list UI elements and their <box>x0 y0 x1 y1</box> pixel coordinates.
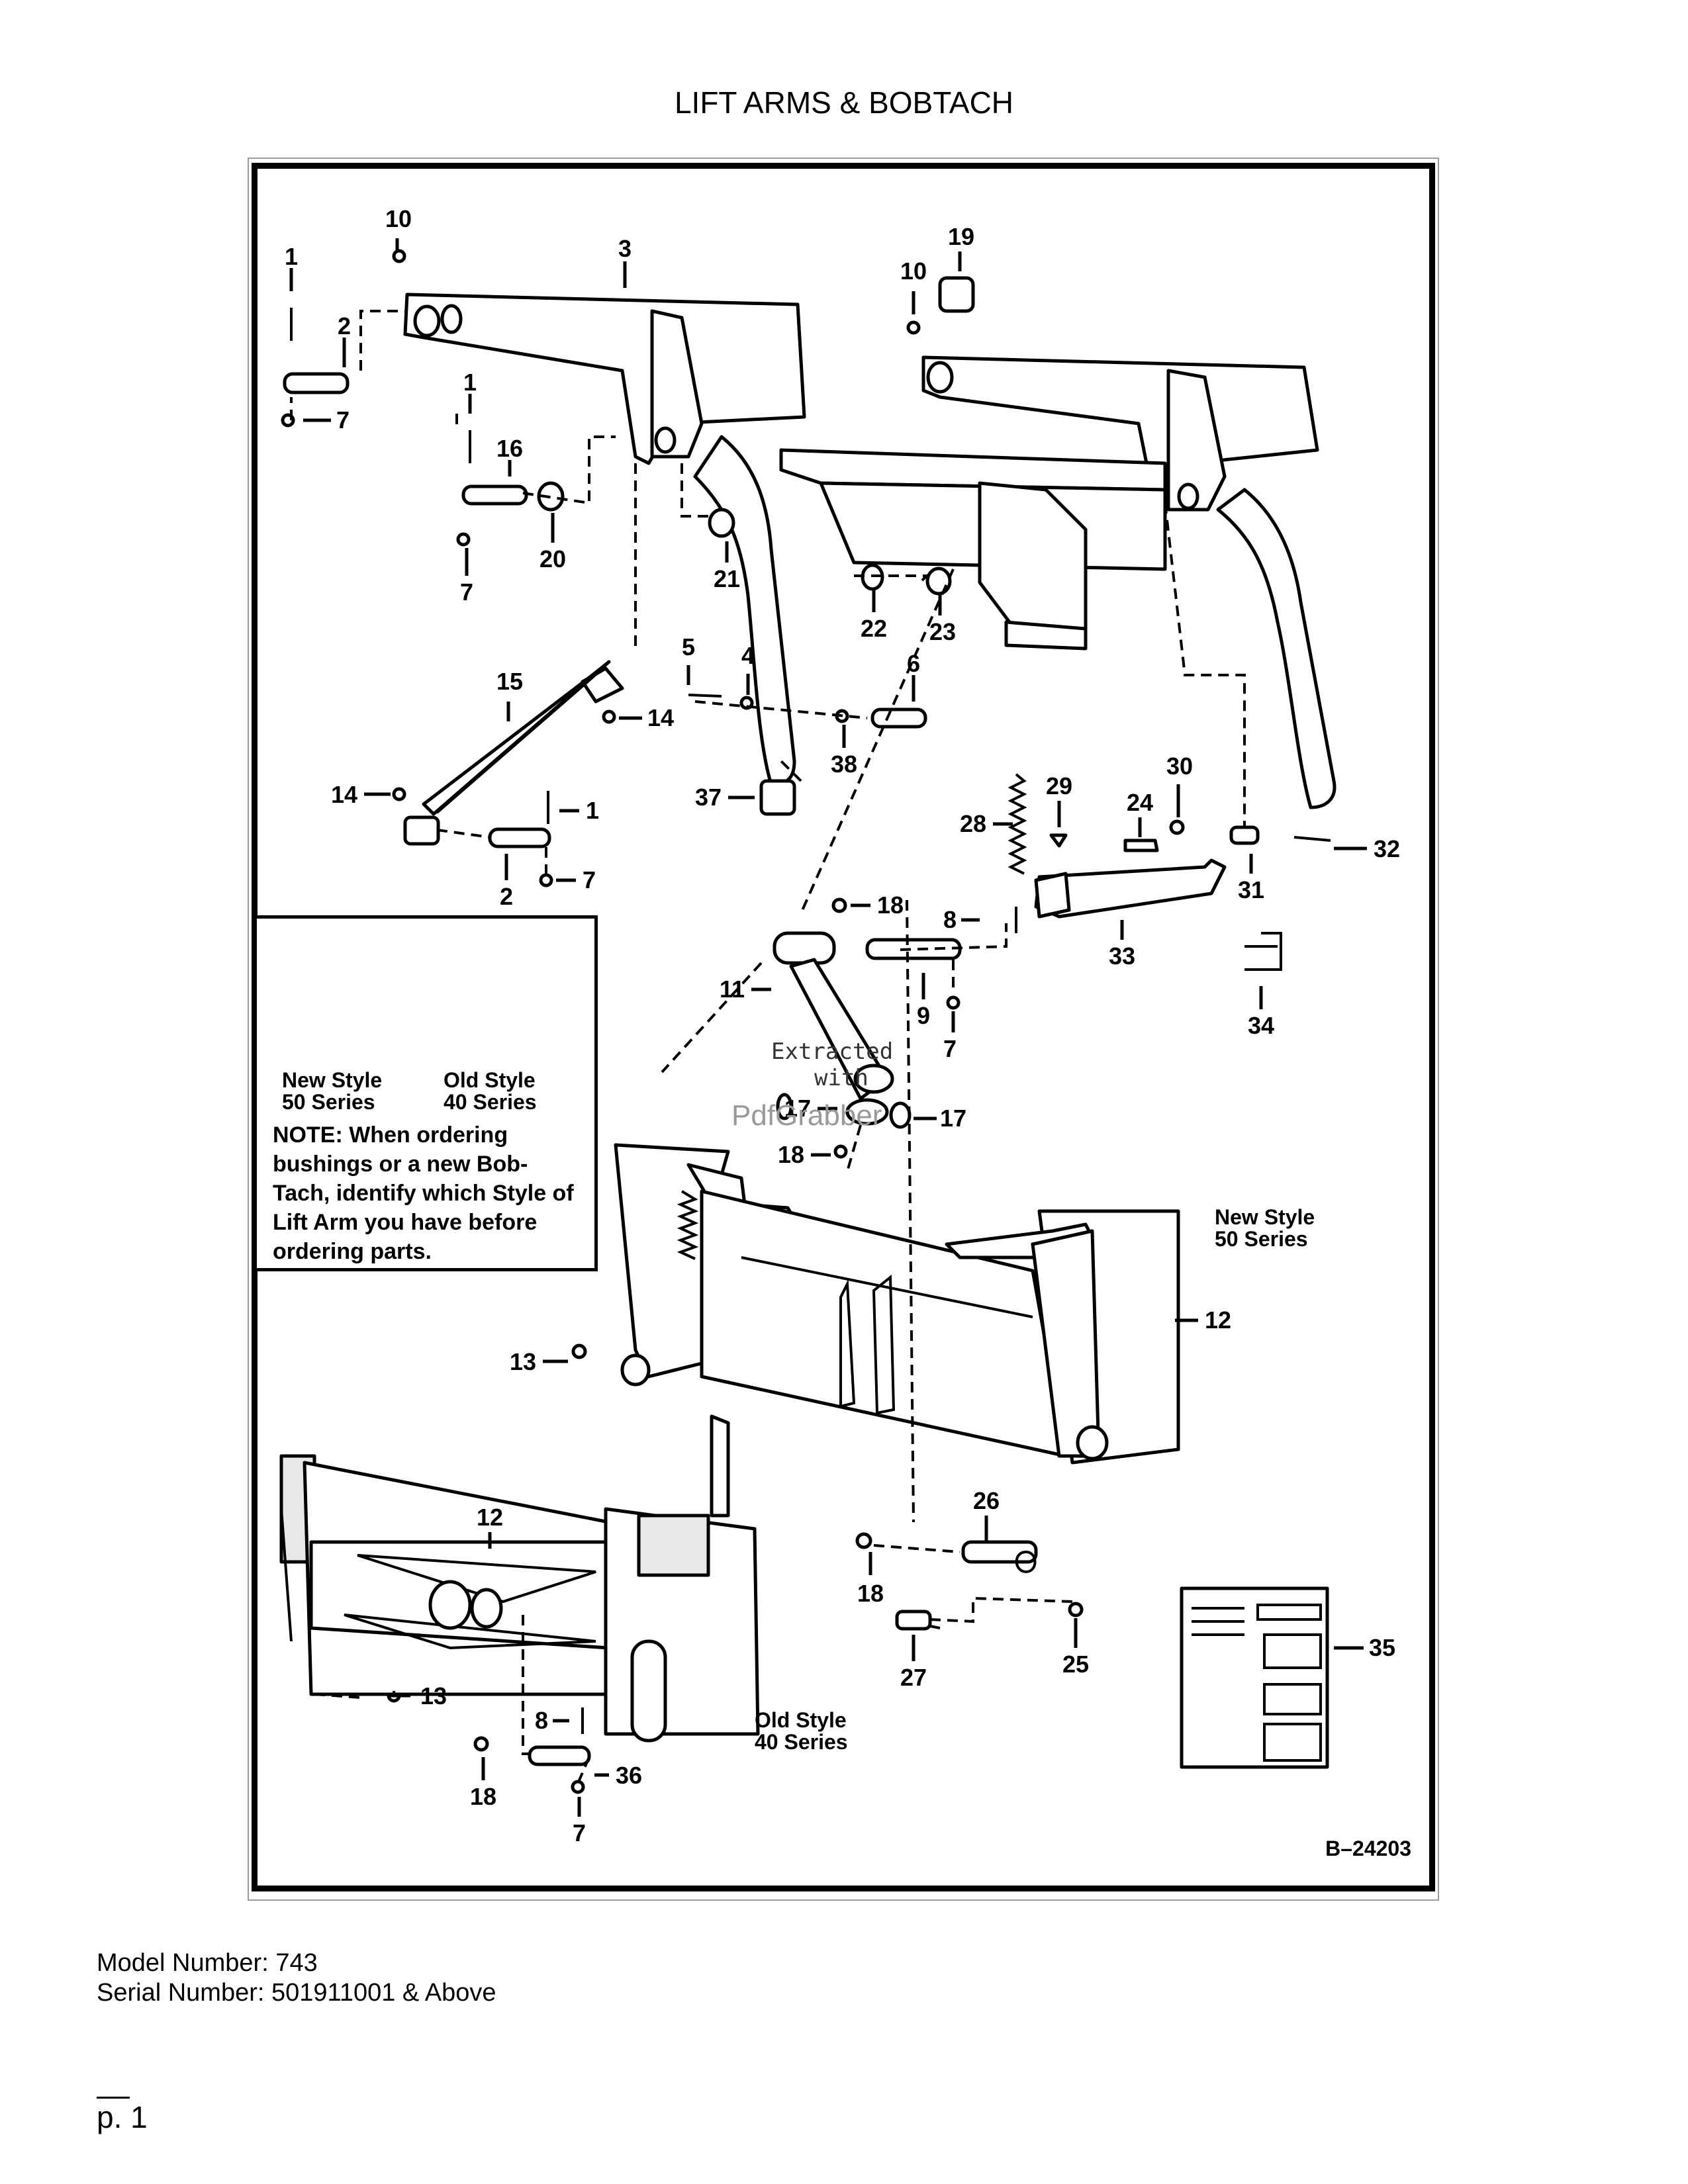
callout-3: 3 <box>618 235 632 262</box>
callout-2: 2 <box>338 312 351 340</box>
note-new-style-line2: 50 Series <box>282 1090 375 1114</box>
callout-26: 26 <box>973 1487 1000 1514</box>
lever-assembly <box>1008 773 1282 971</box>
bobtach-new-style <box>614 1143 1180 1465</box>
note-box: New Style 50 Series Old Style 40 Series … <box>254 915 598 1271</box>
callout-14: 14 <box>331 781 357 808</box>
bobtach-old-style <box>279 1414 760 1743</box>
callout-15: 15 <box>496 668 523 695</box>
watermark-brand: PdfGrabber <box>731 1099 882 1132</box>
lift-cylinder <box>422 660 624 816</box>
note-box-labels: New Style 50 Series Old Style 40 Series <box>282 1068 537 1114</box>
callout-16: 16 <box>496 435 523 462</box>
callout-24: 24 <box>1127 789 1153 816</box>
callout-14: 14 <box>647 704 674 731</box>
callout-4: 4 <box>741 642 755 669</box>
callout-1: 1 <box>463 369 477 396</box>
callout-30: 30 <box>1166 752 1193 780</box>
old-style-label-line1: Old Style <box>755 1708 847 1732</box>
callout-13: 13 <box>510 1348 536 1375</box>
note-old-style-line2: 40 Series <box>444 1090 537 1114</box>
callout-13: 13 <box>420 1682 447 1709</box>
callout-11: 11 <box>720 976 745 1003</box>
pin-and-decal <box>895 1551 1329 1769</box>
callout-2: 2 <box>500 883 513 910</box>
callout-31: 31 <box>1238 876 1264 903</box>
watermark-line1: Extracted <box>771 1038 893 1065</box>
ordering-note: NOTE: When ordering bushings or a new Bo… <box>273 1122 574 1264</box>
callout-17: 17 <box>784 1095 811 1122</box>
callout-33: 33 <box>1109 942 1135 970</box>
callout-18: 18 <box>470 1783 496 1810</box>
callout-5: 5 <box>682 633 695 660</box>
page-number-rule <box>97 2097 130 2099</box>
callout-32: 32 <box>1374 835 1400 862</box>
drawing-number: B–24203 <box>1325 1837 1411 1860</box>
callout-34: 34 <box>1248 1012 1274 1039</box>
serial-number: Serial Number: 501911001 & Above <box>97 1979 496 2007</box>
callout-21: 21 <box>714 565 740 592</box>
callout-38: 38 <box>831 751 857 778</box>
callout-35: 35 <box>1369 1634 1395 1661</box>
new-style-label-line1: New Style <box>1215 1205 1315 1229</box>
model-number: Model Number: 743 <box>97 1949 318 1977</box>
callout-25: 25 <box>1062 1651 1089 1678</box>
callout-37: 37 <box>695 784 722 811</box>
callout-20: 20 <box>539 545 566 572</box>
callout-1: 1 <box>285 243 298 270</box>
callout-1: 1 <box>586 797 599 824</box>
callout-8: 8 <box>535 1707 548 1734</box>
note-new-style-line1: New Style <box>282 1068 382 1092</box>
callout-9: 9 <box>917 1002 930 1029</box>
callout-18: 18 <box>778 1141 804 1168</box>
callout-7: 7 <box>336 406 350 433</box>
callout-19: 19 <box>948 223 974 250</box>
old-style-label-line2: 40 Series <box>755 1730 848 1754</box>
leader-lines <box>289 238 1367 1817</box>
callout-36: 36 <box>616 1762 642 1789</box>
hardware <box>281 249 1331 1794</box>
link-assembly <box>773 931 912 1129</box>
callout-29: 29 <box>1046 772 1072 799</box>
callout-18: 18 <box>877 891 904 919</box>
callout-6: 6 <box>907 650 920 677</box>
callout-7: 7 <box>943 1035 957 1062</box>
left-lift-arm <box>403 293 806 786</box>
callout-10: 10 <box>385 205 412 232</box>
callout-7: 7 <box>573 1819 586 1846</box>
callout-labels: 1 2 7 10 3 1 16 7 20 21 19 10 22 23 5 4 … <box>285 205 1400 1846</box>
callout-18: 18 <box>857 1580 884 1607</box>
style-labels: New Style 50 Series Old Style 40 Series <box>755 1205 1315 1754</box>
callout-22: 22 <box>861 615 887 642</box>
callout-7: 7 <box>460 578 473 606</box>
note-old-style-line1: Old Style <box>444 1068 536 1092</box>
new-style-label-line2: 50 Series <box>1215 1227 1308 1251</box>
page-number: p. 1 <box>97 2100 148 2134</box>
callout-8: 8 <box>943 906 957 933</box>
diagram-outer-frame <box>248 158 1439 1901</box>
callout-10: 10 <box>900 257 927 285</box>
assembly-lines <box>290 310 1246 1781</box>
callout-28: 28 <box>960 810 986 837</box>
cross-tube <box>779 448 1167 651</box>
pdfgrabber-watermark: Extracted with PdfGrabber <box>731 1038 893 1132</box>
watermark-line2: with <box>814 1065 868 1091</box>
callout-27: 27 <box>900 1664 927 1691</box>
callout-17: 17 <box>940 1105 966 1132</box>
page-title: LIFT ARMS & BOBTACH <box>674 85 1014 120</box>
callout-7: 7 <box>583 866 596 893</box>
callout-23: 23 <box>929 618 956 645</box>
callout-12: 12 <box>477 1504 503 1531</box>
callout-12: 12 <box>1205 1306 1231 1334</box>
